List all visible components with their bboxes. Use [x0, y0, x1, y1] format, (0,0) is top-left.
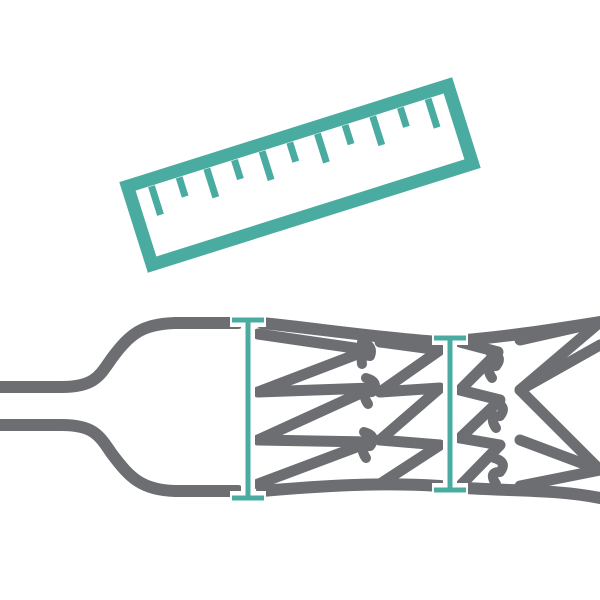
strut-row-5 — [374, 382, 446, 446]
catheter-upper-wall — [0, 317, 244, 393]
ruler-tick — [175, 176, 189, 198]
strut-row-6 — [374, 434, 446, 490]
ruler-tick — [258, 150, 275, 181]
proximal-diameter-marker — [230, 313, 266, 505]
strut-row-4 — [374, 336, 446, 398]
crown-5 — [487, 397, 508, 433]
distal-diameter-marker — [432, 331, 468, 497]
ruler-tick — [314, 132, 330, 164]
ruler-tick — [148, 185, 164, 216]
crown-3 — [357, 427, 378, 463]
strut-row-10 — [514, 316, 600, 396]
ruler-tick — [286, 141, 300, 163]
catheter-lower-wall — [0, 419, 244, 497]
ruler-tick — [369, 115, 386, 147]
ruler-ticks — [148, 97, 441, 216]
ruler-tick — [203, 167, 220, 199]
strut-row-12 — [514, 434, 600, 492]
stent-graft-icon — [0, 316, 600, 504]
crown-6 — [487, 453, 508, 489]
crown-2 — [359, 373, 380, 409]
ruler-icon — [119, 77, 481, 273]
strut-row-11 — [514, 339, 600, 476]
ruler-body — [119, 77, 481, 273]
ruler-tick — [231, 158, 244, 181]
stent-struts — [252, 316, 600, 492]
measurement-caliper-icon — [230, 313, 468, 505]
stent-crowns — [356, 337, 508, 489]
ruler-tick — [397, 106, 410, 128]
crown-1 — [356, 337, 376, 369]
crown-4 — [483, 347, 504, 383]
strut-row-3 — [252, 434, 376, 490]
ruler-tick — [424, 97, 441, 129]
ruler-tick — [341, 124, 355, 146]
strut-row-9 — [454, 432, 506, 492]
stent-lower-rail — [256, 478, 600, 504]
strut-row-2 — [252, 382, 378, 446]
